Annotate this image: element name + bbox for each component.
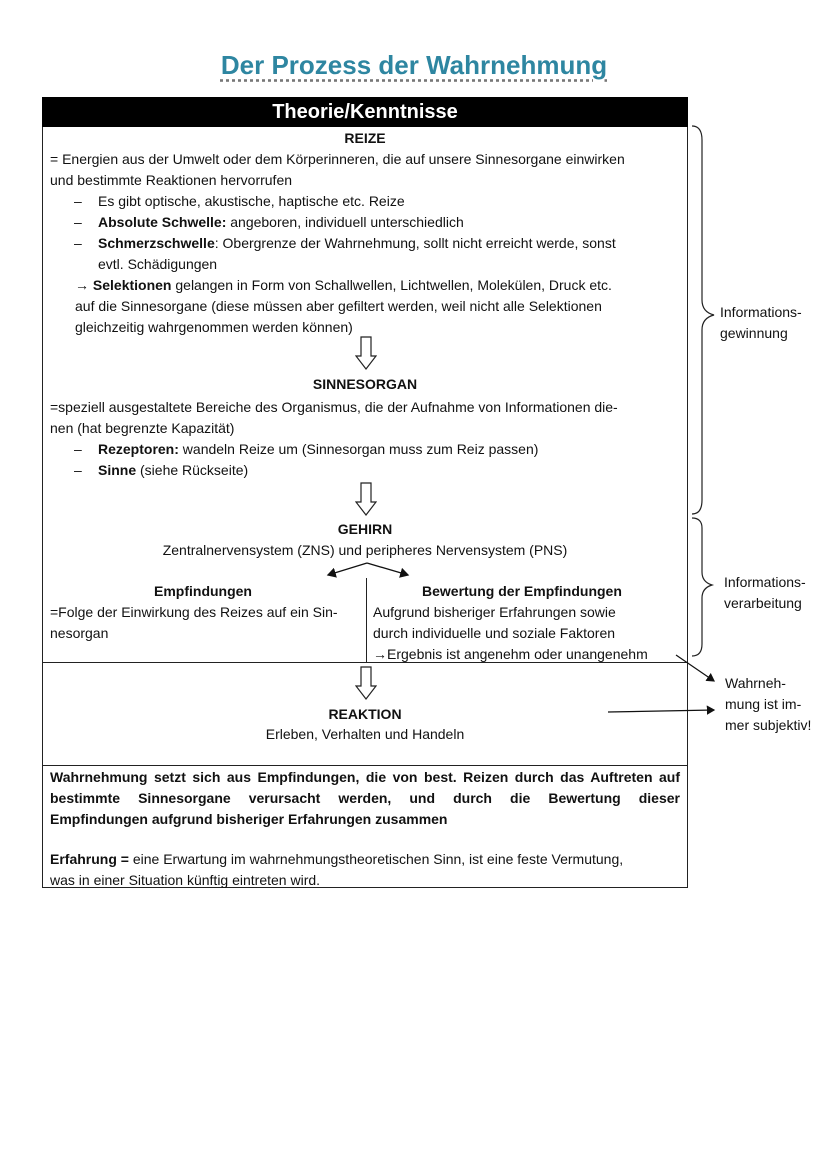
note-line: mung ist im-	[725, 696, 802, 712]
gehirn-heading: GEHIRN	[337, 521, 393, 537]
informationsgewinnung-label: Informations- gewinnung	[720, 302, 802, 344]
erfahrung-term: Erfahrung =	[50, 851, 129, 867]
sinnesorgan-def-line-1: =speziell ausgestaltete Bereiche des Org…	[50, 399, 618, 415]
list-item: –Rezeptoren: wandeln Reize um (Sinnesorg…	[74, 439, 684, 460]
column-divider	[366, 578, 367, 662]
page-title: Der Prozess der Wahrnehmung	[220, 50, 608, 80]
reize-definition: = Energien aus der Umwelt oder dem Körpe…	[50, 149, 690, 191]
reize-heading: REIZE	[344, 130, 386, 146]
bullet-text: (siehe Rückseite)	[136, 462, 249, 478]
selektionen-line-2: auf die Sinnesorgane (diese müssen aber …	[75, 298, 602, 314]
bullet-term: Sinne	[98, 462, 137, 478]
dash-marker: –	[74, 462, 82, 478]
summary-line-1: Wahrnehmung setzt sich aus Empfindungen,…	[50, 769, 680, 785]
empfindungen-text: =Folge der Einwirkung des Reizes auf ein…	[50, 602, 360, 644]
erfahrung-text: eine Erwartung im wahrnehmungstheoretisc…	[128, 851, 624, 867]
section-header: Theorie/Kenntnisse	[42, 97, 688, 127]
bullet-text: : Obergrenze der Wahrnehmung, sollt nich…	[214, 235, 616, 251]
erfahrung-paragraph: Erfahrung = eine Erwartung im wahrnehmun…	[50, 849, 685, 891]
dash-marker: –	[74, 441, 82, 457]
brace-icon	[691, 125, 715, 657]
summary-line-2: bestimmte Sinnesorgane verursacht werden…	[50, 790, 680, 806]
side-label-line: gewinnung	[720, 325, 788, 341]
dash-marker: –	[74, 214, 82, 230]
selektionen-paragraph: → Selektionen gelangen in Form von Schal…	[75, 275, 685, 338]
bullet-text: angeboren, individuell unterschiedlich	[226, 214, 464, 230]
bullet-continuation: evtl. Schädigungen	[98, 256, 218, 272]
branch-arrows-icon	[326, 562, 410, 578]
bewertung-line-2: durch individuelle und soziale Faktoren	[373, 625, 616, 641]
list-item: –Es gibt optische, akustische, haptische…	[74, 191, 684, 212]
dash-marker: –	[74, 235, 82, 251]
sinnesorgan-definition: =speziell ausgestaltete Bereiche des Org…	[50, 397, 690, 439]
bewertung-line-3: →Ergebnis ist angenehm oder unangenehm	[373, 646, 648, 662]
sinnesorgan-bullet-list: –Rezeptoren: wandeln Reize um (Sinnesorg…	[74, 439, 684, 481]
reize-def-line-1: = Energien aus der Umwelt oder dem Körpe…	[50, 151, 625, 167]
bullet-term: Rezeptoren:	[98, 441, 179, 457]
sinnesorgan-heading: SINNESORGAN	[312, 376, 418, 392]
selektionen-line-3: gleichzeitig wahrgenommen werden können)	[75, 319, 353, 335]
list-item: –Schmerzschwelle: Obergrenze der Wahrneh…	[74, 233, 684, 254]
erfahrung-line-1: Erfahrung = eine Erwartung im wahrnehmun…	[50, 849, 685, 870]
selektionen-text: gelangen in Form von Schallwellen, Licht…	[171, 277, 612, 293]
down-arrow-icon	[355, 666, 377, 700]
erfahrung-line-2: was in einer Situation künftig eintreten…	[50, 872, 321, 888]
empfindungen-line-1: =Folge der Einwirkung des Reizes auf ein…	[50, 604, 338, 620]
summary-paragraph: Wahrnehmung setzt sich aus Empfindungen,…	[50, 767, 680, 830]
bewertung-text: Aufgrund bisheriger Erfahrungen sowie du…	[373, 602, 693, 665]
gehirn-text: Zentralnervensystem (ZNS) und peripheres…	[162, 542, 568, 558]
bullet-term: Absolute Schwelle:	[98, 214, 227, 230]
list-item: –Absolute Schwelle: angeboren, individue…	[74, 212, 684, 233]
down-arrow-icon	[355, 482, 377, 516]
empfindungen-line-2: nesorgan	[50, 625, 109, 641]
selektionen-line-1: → Selektionen gelangen in Form von Schal…	[75, 275, 685, 296]
dash-marker: –	[74, 193, 82, 209]
bullet-text: wandeln Reize um (Sinnesorgan muss zum R…	[178, 441, 539, 457]
side-label-line: verarbeitung	[724, 595, 802, 611]
sinnesorgan-def-line-2: nen (hat begrenzte Kapazität)	[50, 420, 235, 436]
side-label-line: Informations-	[720, 304, 802, 320]
bewertung-line-1: Aufgrund bisheriger Erfahrungen sowie	[373, 604, 616, 620]
empfindungen-heading: Empfindungen	[154, 583, 252, 599]
reize-def-line-2: und bestimmte Reaktionen hervorrufen	[50, 172, 293, 188]
informationsverarbeitung-label: Informations- verarbeitung	[724, 572, 806, 614]
list-item: –Sinne (siehe Rückseite)	[74, 460, 684, 481]
summary-line-3: Empfindungen aufgrund bisheriger Erfahru…	[50, 811, 448, 827]
reaktion-heading: REAKTION	[328, 706, 402, 722]
down-arrow-icon	[355, 336, 377, 370]
bullet-term: Schmerzschwelle	[98, 235, 215, 251]
section-divider	[42, 662, 688, 663]
side-label-line: Informations-	[724, 574, 806, 590]
reize-bullet-list: –Es gibt optische, akustische, haptische…	[74, 191, 684, 275]
note-line: mer subjektiv!	[725, 717, 812, 733]
reaktion-text: Erleben, Verhalten und Handeln	[265, 726, 465, 742]
bullet-text: Es gibt optische, akustische, haptische …	[98, 193, 405, 209]
pointer-arrows-icon	[607, 654, 716, 715]
bewertung-heading: Bewertung der Empfindungen	[422, 583, 622, 599]
subjektiv-note: Wahrneh- mung ist im- mer subjektiv!	[725, 673, 811, 736]
arrow-glyph: →	[75, 277, 93, 293]
selektionen-term: Selektionen	[92, 277, 172, 293]
note-line: Wahrneh-	[725, 675, 786, 691]
section-divider	[42, 765, 688, 766]
